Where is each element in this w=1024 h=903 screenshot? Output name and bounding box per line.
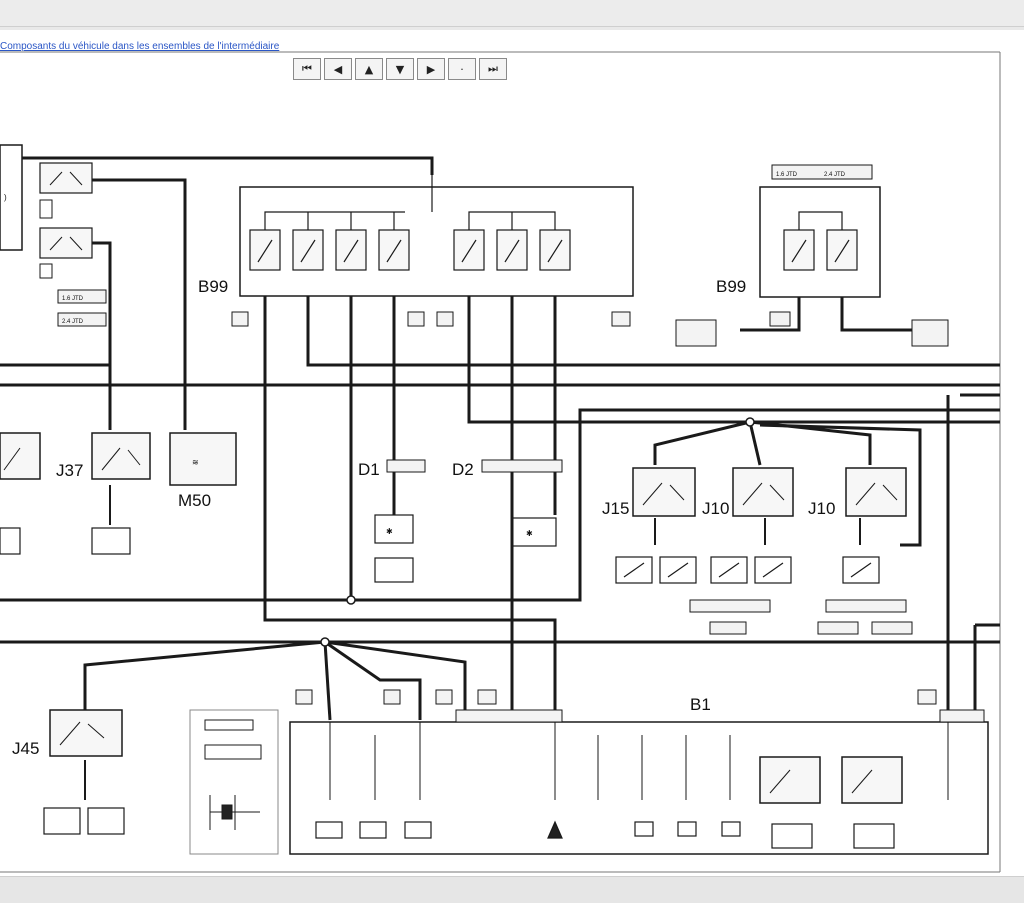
fan-icon: ✱ <box>386 527 393 536</box>
relay-tag-1 <box>39 199 53 219</box>
b1-relay-1-contact <box>769 769 791 794</box>
b1-relay-1-device <box>771 823 813 849</box>
first-page-button[interactable]: ⏮ <box>293 58 321 80</box>
zoom-button[interactable]: · <box>448 58 476 80</box>
page-navigation-toolbar: ⏮ ◀ ▲ ▼ ▶ · ⏭ <box>293 58 507 80</box>
last-page-icon: ⏭ <box>488 62 498 75</box>
b99-right-box <box>759 186 881 298</box>
legend-inset-symbols <box>204 719 262 830</box>
relay-top-left-1-contact <box>49 171 83 186</box>
variant-tag-1 <box>57 289 107 304</box>
b99-right-fuses <box>783 211 858 271</box>
b1-connector-tags <box>295 689 985 723</box>
b1-output-devices <box>315 820 741 839</box>
browser-bottom-bar <box>0 876 1024 903</box>
connector-d2-label: D2 <box>452 460 474 479</box>
previous-page-icon: ◀ <box>333 62 343 76</box>
scroll-down-button[interactable]: ▼ <box>386 58 414 80</box>
relay-j45-label: J45 <box>12 739 39 758</box>
variant-tag-2 <box>57 312 107 327</box>
zoom-icon: · <box>460 62 464 76</box>
j45-lamp-2 <box>87 807 125 835</box>
left-edge-module <box>0 144 23 251</box>
b99-right-variant-a: 1.6 JTD <box>776 172 798 178</box>
relay-j37 <box>91 432 151 480</box>
relay-top-left-2 <box>39 227 93 259</box>
b99-right-label: B99 <box>716 277 746 296</box>
b99-left-fuses <box>249 170 571 271</box>
left-edge-module-mark: ) <box>4 193 7 202</box>
legend-inset <box>189 709 279 855</box>
fan-actuator <box>374 514 414 544</box>
b99-right-variant-b: 2.4 JTD <box>824 172 846 178</box>
b1-label: B1 <box>690 695 711 714</box>
relay-j10-a <box>732 467 794 517</box>
last-page-button[interactable]: ⏭ <box>479 58 507 80</box>
b99-right-wires <box>0 297 1000 720</box>
first-page-icon: ⏮ <box>302 62 312 75</box>
components-link[interactable]: Composants du véhicule dans les ensemble… <box>0 41 280 52</box>
previous-page-button[interactable]: ◀ <box>324 58 352 80</box>
motor-m50 <box>169 432 237 486</box>
relay-j10-a-label: J10 <box>702 499 729 518</box>
relay-top-left-1 <box>39 162 93 194</box>
next-page-button[interactable]: ▶ <box>417 58 445 80</box>
relay-j15 <box>632 467 696 517</box>
b1-relay-2 <box>841 756 903 804</box>
b99-connector-tags <box>231 311 949 347</box>
b1-relay-2-device <box>853 823 895 849</box>
relay-j10-a-contact <box>742 482 785 506</box>
relay-j15-contact <box>642 482 685 506</box>
relay-j37-label: J37 <box>56 461 83 480</box>
variant-tag-1-text: 1.6 JTD <box>62 296 84 302</box>
next-page-icon: ▶ <box>426 62 436 76</box>
relay-top-left-2-contact <box>49 236 83 251</box>
lower-harness <box>0 595 1000 721</box>
d2-device <box>511 517 557 547</box>
b99-left-box <box>239 186 634 297</box>
b1-relay-1 <box>759 756 821 804</box>
b99-left-label: B99 <box>198 277 228 296</box>
relay-j10-b <box>845 467 907 517</box>
relay-j45 <box>49 709 123 757</box>
connector-d1 <box>386 459 426 473</box>
motor-m50-label: M50 <box>178 491 211 510</box>
relay-group-wires <box>653 417 922 547</box>
relay-left-partial <box>0 432 41 480</box>
arrow-down-icon: ▼ <box>395 62 405 76</box>
relay-j45-contact <box>59 721 105 746</box>
b1-fuses <box>329 722 949 800</box>
relay-tag-2 <box>39 263 53 279</box>
d1-secondary-device <box>374 557 414 583</box>
j37-sensor <box>91 527 131 555</box>
relay-sensors <box>615 518 880 584</box>
left-partial-sensor <box>0 527 21 555</box>
relay-j10-b-contact <box>855 482 898 506</box>
sensor-tags <box>689 599 913 635</box>
arrow-up-icon: ▲ <box>364 62 374 76</box>
b1-relay-2-contact <box>851 769 873 794</box>
variant-tag-2-text: 2.4 JTD <box>62 319 84 325</box>
scroll-up-button[interactable]: ▲ <box>355 58 383 80</box>
b99-left-wires <box>263 296 1000 720</box>
connector-d1-label: D1 <box>358 460 380 479</box>
top-main-wires <box>0 156 434 430</box>
relay-left-partial-contact <box>3 447 21 471</box>
relay-j15-label: J15 <box>602 499 629 518</box>
b1-fuse-box <box>289 721 989 855</box>
d2-device-icon: ✱ <box>526 529 533 538</box>
motor-m50-symbol: ≋ <box>192 458 199 467</box>
relay-j10-b-label: J10 <box>808 499 835 518</box>
b99-right-variant-tags <box>771 164 873 180</box>
browser-top-bar <box>0 0 1024 27</box>
connector-d2 <box>481 459 563 473</box>
j45-lamp-1 <box>43 807 81 835</box>
relay-j37-contact <box>101 447 141 471</box>
